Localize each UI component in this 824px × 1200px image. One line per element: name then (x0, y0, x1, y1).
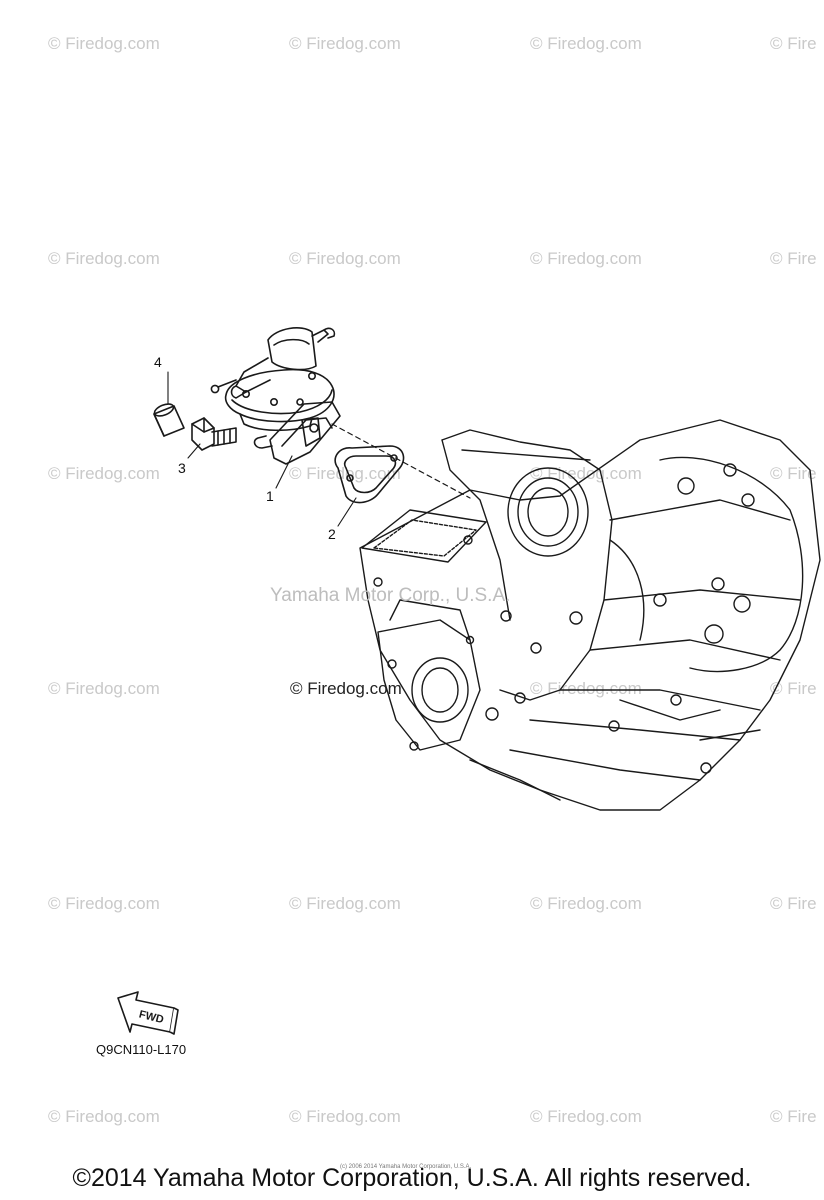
gasket-part (334, 445, 405, 504)
watermark-text: © Firedog.com (48, 894, 160, 913)
watermark-text: © Fire (770, 1107, 817, 1126)
diagram-code: Q9CN110-L170 (96, 1042, 187, 1057)
bolt-part (191, 417, 237, 451)
watermark-text: © Firedog.com (530, 34, 642, 53)
watermark-text: © Firedog.com (289, 1107, 401, 1126)
watermark-text: © Firedog.com (48, 249, 160, 268)
watermark-text: © Firedog.com (48, 1107, 160, 1126)
watermark-text: © Fire (770, 679, 817, 698)
fwd-label: FWD (138, 1008, 165, 1026)
watermark-text: © Firedog.com (530, 679, 642, 698)
fwd-arrow-icon: FWD (112, 988, 182, 1043)
fuel-pump-part (210, 327, 341, 465)
watermark-text: © Firedog.com (289, 464, 401, 483)
watermark-text: © Firedog.com (530, 894, 642, 913)
callout-4: 4 (154, 354, 162, 370)
firedog-watermark: © Firedog.com (290, 679, 402, 698)
cap-part (153, 403, 185, 437)
watermark-text: © Firedog.com (289, 894, 401, 913)
callout-3: 3 (178, 460, 186, 476)
watermark-text: © Firedog.com (48, 679, 160, 698)
yamaha-watermark: Yamaha Motor Corp., U.S.A. (270, 585, 511, 606)
watermark-text: © Fire (770, 34, 817, 53)
tiny-copyright: (c) 2006 2014 Yamaha Motor Corporation, … (340, 1164, 472, 1170)
watermark-text: © Firedog.com (530, 1107, 642, 1126)
watermark-text: © Firedog.com (289, 34, 401, 53)
crankcase-part (359, 419, 821, 811)
watermark-text: © Fire (770, 249, 817, 268)
callout-1: 1 (266, 488, 274, 504)
footer-copyright: ©2014 Yamaha Motor Corporation, U.S.A. A… (72, 1164, 752, 1192)
callout-2: 2 (328, 526, 336, 542)
watermark-text: © Firedog.com (48, 34, 160, 53)
fwd-arrow-icon-graphic: FWD (117, 991, 179, 1035)
watermark-text: © Fire (770, 464, 817, 483)
watermark-text: © Firedog.com (530, 249, 642, 268)
watermark-text: © Firedog.com (48, 464, 160, 483)
watermark-text: © Fire (770, 894, 817, 913)
watermark-text: © Firedog.com (289, 249, 401, 268)
